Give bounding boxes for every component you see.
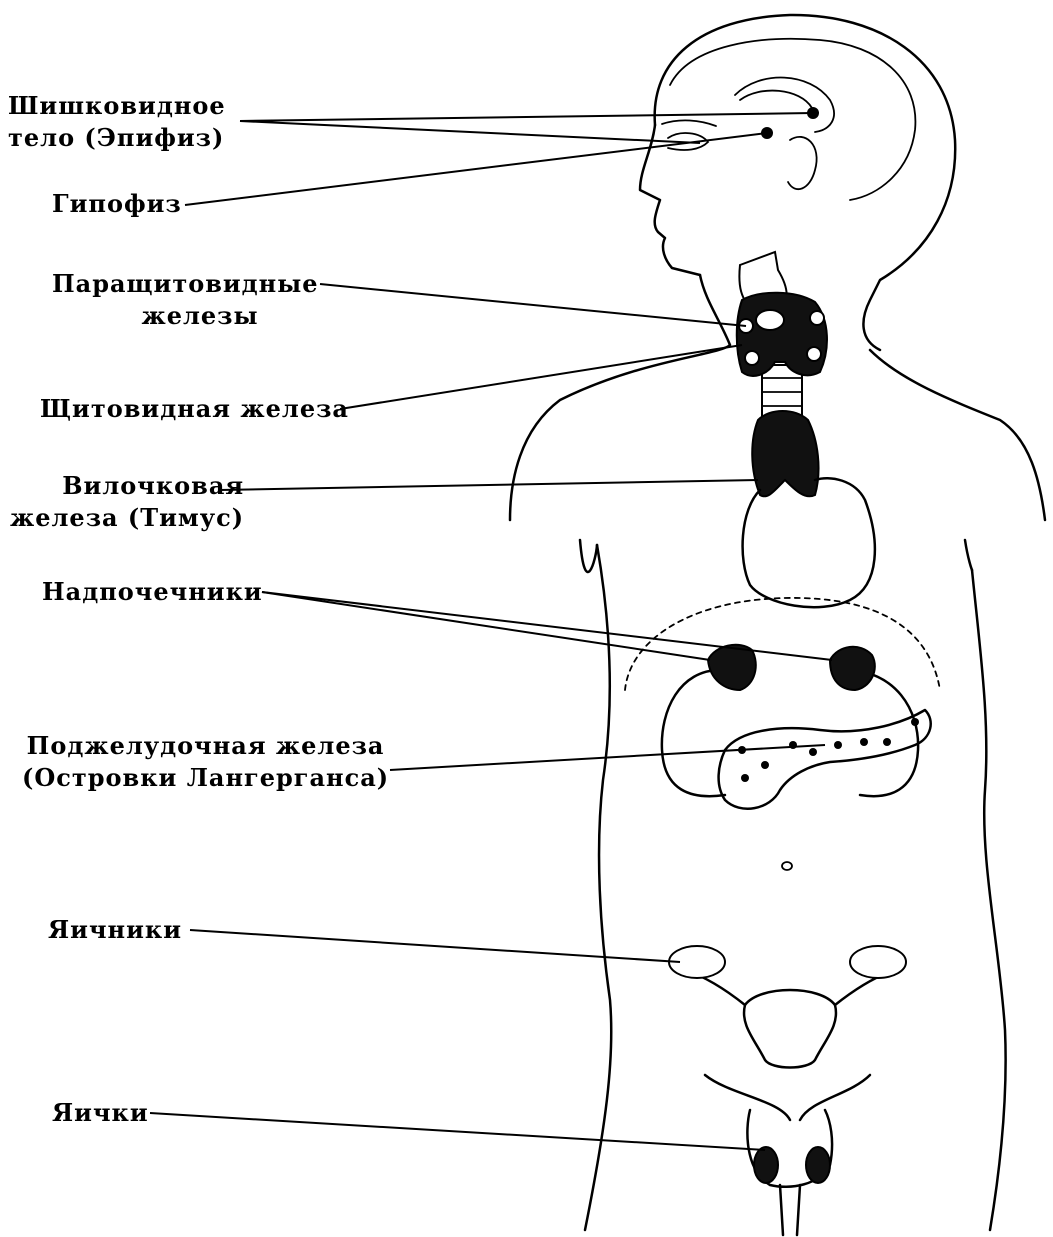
uterus — [744, 990, 836, 1068]
parathyroid-3 — [745, 351, 759, 365]
arm-right — [965, 540, 972, 570]
torso-left — [585, 545, 611, 1230]
thymus-gland — [752, 411, 818, 496]
leader-pineal-eye — [240, 121, 700, 143]
diaphragm — [625, 598, 940, 690]
leader-testes — [150, 1113, 765, 1150]
testis-left — [754, 1147, 778, 1183]
label-thymus-line2: железа (Тимус) — [10, 502, 244, 534]
navel — [782, 862, 792, 870]
torso-right — [972, 570, 1006, 1230]
leader-adrenal-left — [262, 592, 710, 660]
pelvis-line-right — [800, 1075, 870, 1120]
label-thyroid: Щитовидная железа — [40, 393, 349, 425]
pancreas — [719, 710, 931, 809]
label-parathyroid-line2: железы — [52, 300, 319, 332]
label-ovaries: Яичники — [48, 914, 182, 946]
testis-right — [806, 1147, 830, 1183]
adrenal-right — [830, 647, 875, 690]
brain-outline — [670, 39, 915, 200]
thyroid-isthmus — [756, 310, 784, 330]
shoulder-right — [870, 350, 1045, 520]
kidney-left — [662, 670, 725, 796]
ovary-right — [850, 946, 906, 978]
parathyroid-2 — [810, 311, 824, 325]
label-pineal-line2: тело (Эпифиз) — [8, 122, 226, 154]
leader-pineal — [240, 113, 813, 121]
leader-parathyroid — [320, 284, 746, 326]
label-thymus: Вилочковая железа (Тимус) — [10, 470, 244, 534]
leader-ovaries — [190, 930, 680, 962]
label-pancreas-line2: (Островки Лангерганса) — [22, 762, 389, 794]
eyebrow — [662, 120, 716, 126]
label-parathyroid: Паращитовидные железы — [52, 268, 319, 332]
label-parathyroid-line1: Паращитовидные — [52, 268, 319, 300]
ear — [788, 137, 817, 189]
parathyroid-4 — [807, 347, 821, 361]
heart — [743, 478, 875, 607]
leader-adrenal-right — [262, 592, 832, 660]
label-pancreas-line1: Поджелудочная железа — [22, 730, 389, 762]
label-adrenal: Надпочечники — [42, 576, 263, 608]
leader-thymus — [220, 480, 758, 490]
label-pineal-line1: Шишковидное — [8, 90, 226, 122]
brain-inner — [735, 78, 834, 132]
label-pancreas: Поджелудочная железа (Островки Лангерган… — [22, 730, 389, 794]
leader-thyroid — [340, 345, 742, 409]
leader-pituitary — [185, 133, 767, 205]
pelvis-line — [705, 1075, 790, 1120]
legs — [780, 1185, 800, 1235]
label-pineal: Шишковидное тело (Эпифиз) — [8, 90, 226, 154]
label-testes: Яички — [52, 1097, 149, 1129]
adrenal-left — [708, 645, 756, 690]
label-pituitary: Гипофиз — [52, 188, 182, 220]
arm-left — [580, 540, 597, 572]
label-thymus-line1: Вилочковая — [10, 470, 244, 502]
corpus-callosum — [740, 91, 812, 108]
